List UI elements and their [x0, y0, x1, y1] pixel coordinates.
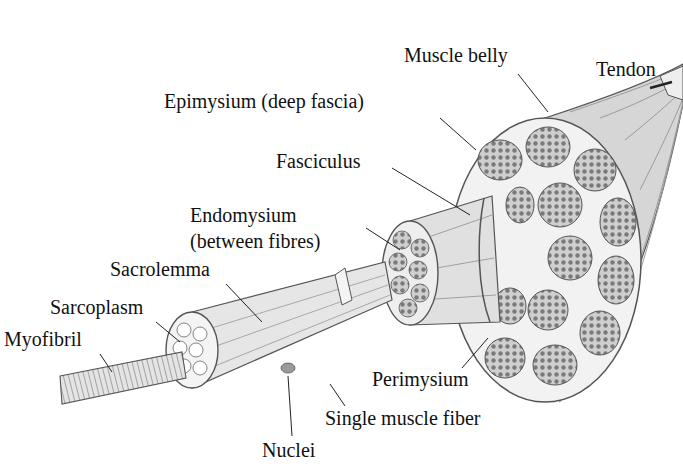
- part-label: Myofibril: [4, 326, 82, 352]
- part-label: Tendon: [596, 56, 656, 82]
- part-label: Sarcoplasm: [50, 294, 143, 320]
- part-label: Perimysium: [372, 366, 469, 392]
- part-label: Endomysium (between fibres): [190, 202, 370, 254]
- part-label: Muscle belly: [404, 42, 508, 68]
- part-label: Nuclei: [262, 437, 315, 463]
- part-label: Fasciculus: [276, 148, 360, 174]
- part-label: Single muscle fiber: [325, 405, 481, 431]
- part-label: Epimysium (deep fascia): [164, 88, 364, 114]
- part-label: Sacrolemma: [110, 256, 210, 282]
